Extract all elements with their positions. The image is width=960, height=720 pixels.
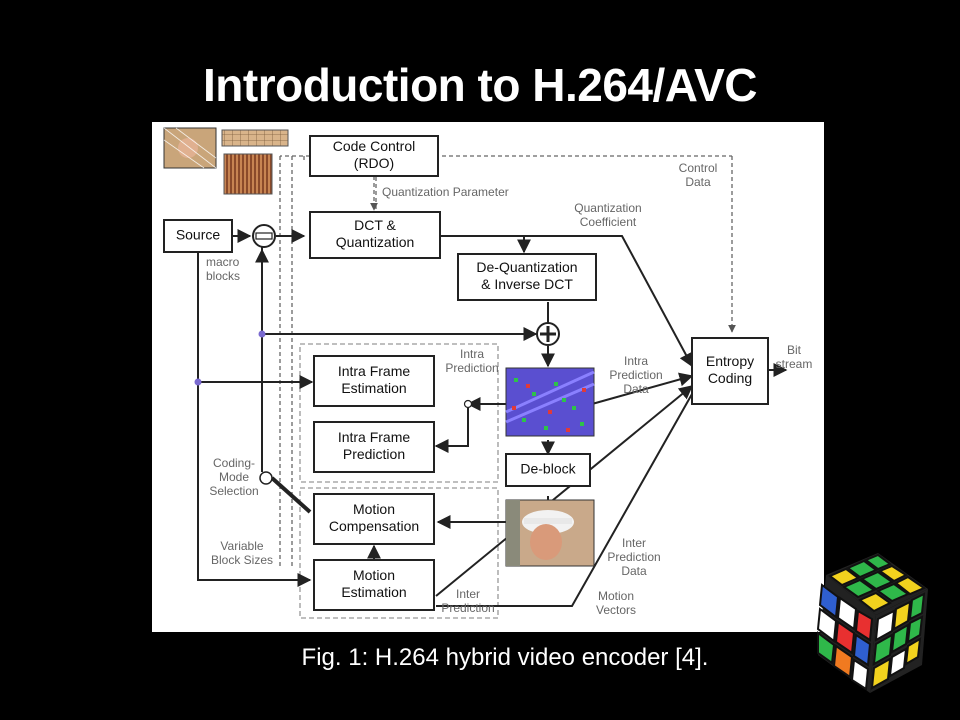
block-source (163, 219, 233, 253)
block-motion-comp (313, 493, 435, 545)
slide-title: Introduction to H.264/AVC (202, 58, 759, 112)
inter-prediction-region (299, 487, 499, 619)
block-motion-est (313, 559, 435, 611)
block-intra-pred (313, 421, 435, 473)
intra-prediction-region (299, 343, 499, 483)
intra-prediction-frame (505, 367, 595, 437)
block-deblock-label: De-block (520, 461, 576, 477)
block-deblock (505, 453, 591, 487)
block-entropy (691, 337, 769, 405)
source-frame-thumbnail (163, 127, 217, 169)
add-junction-icon (536, 322, 560, 346)
block-source-label: Source (176, 227, 221, 243)
reconstructed-frame (505, 499, 595, 567)
texture-thumbnail (223, 153, 273, 195)
rubiks-cube-icon (816, 553, 928, 693)
macroblock-grid-thumbnail (221, 129, 289, 147)
block-dequant (457, 253, 597, 301)
block-intra-est (313, 355, 435, 407)
figure-caption: Fig. 1: H.264 hybrid video encoder [4]. (301, 644, 709, 671)
block-dequant-label: De-Quantization& Inverse DCT (476, 259, 577, 292)
block-code-control (309, 135, 439, 177)
label-quantization-parameter: Quantization Parameter (382, 185, 509, 199)
block-dct (309, 211, 441, 259)
block-code-control-label: Code Control(RDO) (333, 138, 416, 171)
encoder-diagram: Code Control(RDO) Source DCT &Quantization… (152, 122, 824, 632)
block-dct-label: DCT &Quantization (336, 217, 415, 250)
subtract-junction-icon (252, 224, 276, 248)
